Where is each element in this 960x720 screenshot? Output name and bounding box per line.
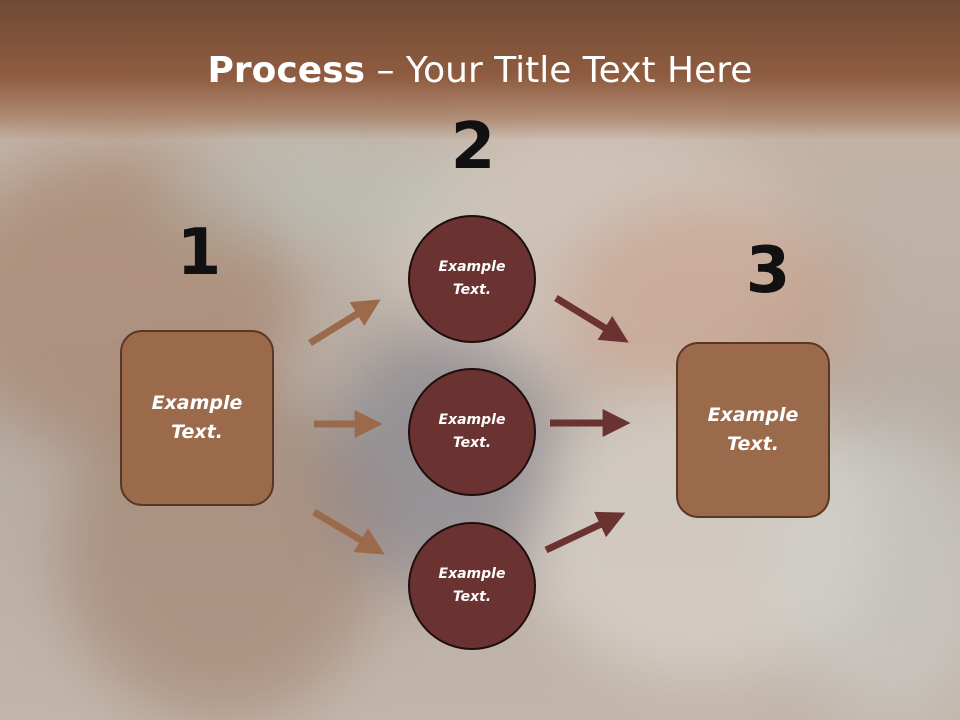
- arrow-top-to-right: [554, 295, 629, 343]
- right-box-text: Example Text.: [707, 404, 799, 455]
- right-box: Example Text.: [676, 342, 830, 518]
- title-bold: Process: [207, 50, 366, 91]
- left-box-text: Example Text.: [151, 392, 243, 443]
- title-band: [0, 0, 960, 140]
- page-title: Process – Your Title Text Here: [0, 50, 960, 91]
- title-rest: – Your Title Text Here: [365, 50, 753, 91]
- circle-middle-text: Example Text.: [438, 412, 506, 451]
- step-number-3: 3: [745, 234, 791, 308]
- circle-middle: Example Text.: [408, 368, 536, 496]
- arrow-bottom-to-right: [544, 511, 626, 554]
- step-number-1: 1: [176, 216, 222, 290]
- left-box: Example Text.: [120, 330, 274, 506]
- circle-bottom: Example Text.: [408, 522, 536, 650]
- arrow-left-to-top: [308, 299, 381, 346]
- circle-top: Example Text.: [408, 215, 536, 343]
- arrow-left-to-bottom: [312, 508, 385, 555]
- circle-top-text: Example Text.: [438, 259, 506, 298]
- circle-bottom-text: Example Text.: [438, 566, 506, 605]
- step-number-2: 2: [450, 110, 496, 184]
